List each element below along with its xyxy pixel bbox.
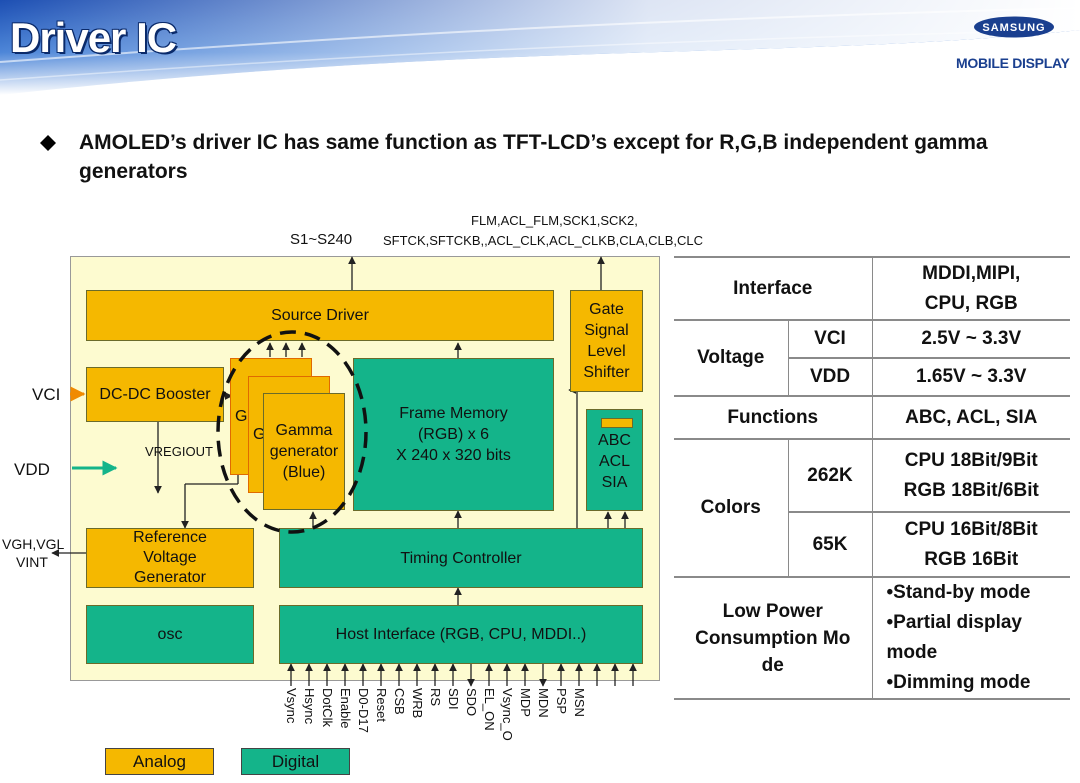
vdd-value: 1.65V ~ 3.3V xyxy=(871,357,1070,397)
legend-analog: Analog xyxy=(105,748,214,775)
c262-label: 262K xyxy=(787,438,873,513)
pin-label: Hsync xyxy=(302,688,317,725)
pin-label: CSB xyxy=(392,688,407,715)
table-row: VDD 1.65V ~ 3.3V xyxy=(674,357,1070,397)
vdd-label: VDD xyxy=(787,357,873,397)
interface-value-line: MDDI,MIPI, xyxy=(922,262,1021,284)
header-banner: Driver IC SAMSUNG MOBILE DISPLAY xyxy=(0,0,1080,100)
pin-label: Vsync_O xyxy=(500,688,515,741)
bullet-text: AMOLED’s driver IC has same function as … xyxy=(79,131,988,183)
dcdc-booster-block: DC-DC Booster xyxy=(86,367,224,422)
page-title: Driver IC xyxy=(10,14,177,61)
logo-subtitle: MOBILE DISPLAY xyxy=(956,55,1070,71)
pin-label: SDO xyxy=(464,688,479,717)
vci-label: VCI xyxy=(32,385,61,404)
host-interface-block: Host Interface (RGB, CPU, MDDI..) xyxy=(279,605,643,664)
list-item: •Dimming mode xyxy=(886,672,1031,693)
pin-label: PSP xyxy=(554,688,569,715)
pin-label: EL_ON xyxy=(482,688,497,731)
c65-label: 65K xyxy=(787,511,873,578)
pin-label: RS xyxy=(428,688,443,707)
pin-label: MSN xyxy=(572,688,587,717)
voltage-label: Voltage xyxy=(674,319,789,397)
logo-text: SAMSUNG xyxy=(982,22,1045,34)
vci-label: VCI xyxy=(787,319,873,359)
timing-controller-block: Timing Controller xyxy=(279,528,643,588)
abc-indicator xyxy=(601,418,633,428)
table-row: Interface MDDI,MIPI, CPU, RGB xyxy=(674,256,1070,321)
table-row: Low Power Consumption Mo de •Stand-by mo… xyxy=(674,576,1070,700)
frame-memory-line-1: Frame Memory xyxy=(399,405,508,422)
pin-label: MDN xyxy=(536,688,551,718)
gate-output-label-1: FLM,ACL_FLM,SCK1,SCK2, xyxy=(471,213,638,228)
vregiout-label: VREGIOUT xyxy=(145,444,213,459)
c262-value-line: CPU 18Bit/9Bit xyxy=(904,449,1038,471)
pin-label: DotClk xyxy=(320,688,335,728)
vci-value: 2.5V ~ 3.3V xyxy=(871,319,1070,359)
list-item: •Partial display mode xyxy=(886,612,1023,663)
acl-line: ACL xyxy=(598,453,631,470)
low-power-label: Low Power Consumption Mo de xyxy=(674,576,873,700)
frame-memory-block: Frame Memory (RGB) x 6 X 240 x 320 bits xyxy=(353,358,554,511)
colors-label: Colors xyxy=(674,438,789,578)
interface-label: Interface xyxy=(674,256,873,321)
header-background xyxy=(0,0,1080,100)
c65-value-line: CPU 16Bit/8Bit xyxy=(904,518,1038,540)
pin-label: SDI xyxy=(446,688,461,710)
table-row: Functions ABC, ACL, SIA xyxy=(674,395,1070,440)
pin-label: MDP xyxy=(518,688,533,717)
frame-memory-line-2: (RGB) x 6 xyxy=(417,426,490,443)
spec-table: Interface MDDI,MIPI, CPU, RGB Voltage VCI… xyxy=(674,256,1070,700)
list-item: •Stand-by mode xyxy=(886,582,1031,603)
osc-block: osc xyxy=(86,605,254,664)
c65-value-line: RGB 16Bit xyxy=(924,548,1019,570)
gate-output-label-2: SFTCK,SFTCKB,,ACL_CLK,ACL_CLKB,CLA,CLB,C… xyxy=(383,233,704,248)
samsung-logo: SAMSUNG xyxy=(974,16,1054,38)
interface-value-line: CPU, RGB xyxy=(924,292,1018,314)
sia-line: SIA xyxy=(601,474,628,491)
pin-label: Reset xyxy=(374,688,389,722)
abc-line: ABC xyxy=(598,432,631,449)
source-output-label: S1~S240 xyxy=(290,231,353,248)
reference-voltage-block: Reference Voltage Generator xyxy=(86,528,254,588)
vint-label: VINT xyxy=(16,554,48,570)
gamma-blue-block: Gamma generator (Blue) xyxy=(263,393,345,510)
low-power-value: •Stand-by mode •Partial display mode •Di… xyxy=(871,576,1070,700)
legend-digital: Digital xyxy=(241,748,350,775)
source-driver-block: Source Driver xyxy=(86,290,554,341)
low-power-list: •Stand-by mode •Partial display mode •Di… xyxy=(887,578,1067,698)
table-row: Voltage VCI 2.5V ~ 3.3V xyxy=(674,319,1070,397)
gate-level-shifter-block: Gate Signal Level Shifter xyxy=(570,290,643,392)
functions-value: ABC, ACL, SIA xyxy=(871,395,1070,440)
pin-label: WRB xyxy=(410,688,425,719)
interface-value: MDDI,MIPI, CPU, RGB xyxy=(871,256,1070,321)
pin-label: Enable xyxy=(338,688,353,729)
vdd-label: VDD xyxy=(14,460,50,479)
diamond-bullet-icon xyxy=(40,135,56,151)
c262-value-line: RGB 18Bit/6Bit xyxy=(903,479,1039,501)
frame-memory-line-3: X 240 x 320 bits xyxy=(396,447,511,464)
vgh-label: VGH,VGL xyxy=(2,536,65,552)
pin-label: Vsync xyxy=(284,688,299,724)
pin-label: D0-D17 xyxy=(356,688,371,733)
abc-acl-sia-block: ABC ACL SIA xyxy=(586,409,643,511)
functions-label: Functions xyxy=(674,395,873,440)
